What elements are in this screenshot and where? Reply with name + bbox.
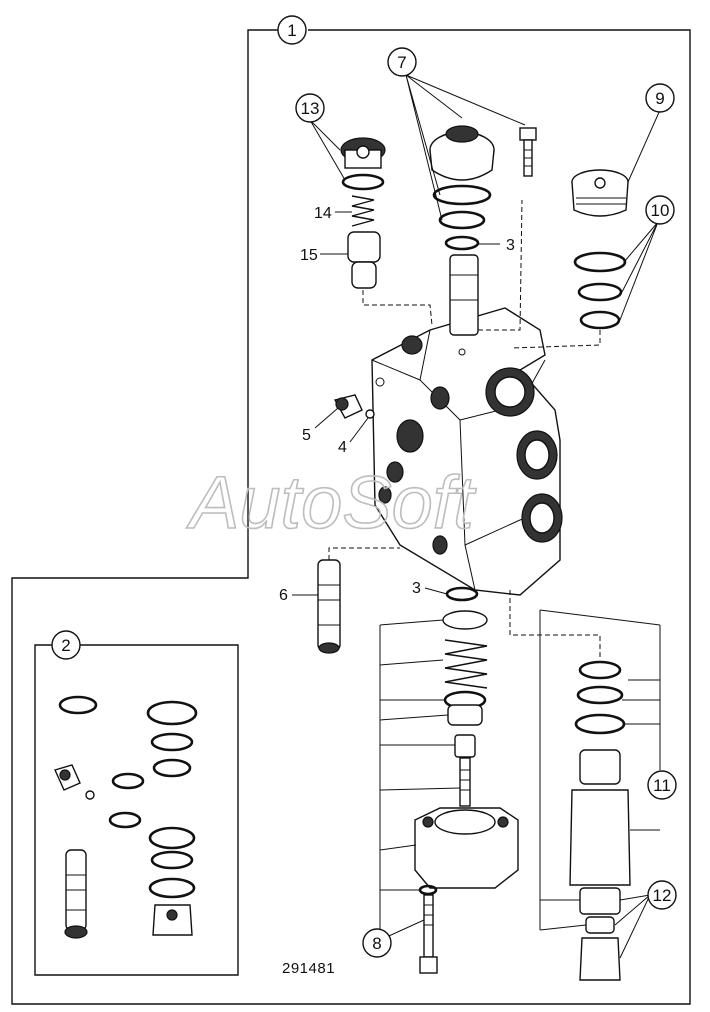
o-ring-10c xyxy=(579,310,621,330)
poppet-15 xyxy=(347,231,381,289)
o-ring-3-top xyxy=(444,235,480,251)
callout-11: 11 xyxy=(647,770,677,800)
plug-9 xyxy=(571,169,629,217)
label-4: 4 xyxy=(338,439,347,456)
callout-8: 8 xyxy=(362,928,392,958)
o-ring-3-bottom xyxy=(445,586,479,602)
label-6: 6 xyxy=(279,587,288,604)
label-3-top: 3 xyxy=(506,237,515,254)
spring-14 xyxy=(351,195,375,227)
o-ring-11a xyxy=(578,660,622,680)
o-ring-11b xyxy=(576,685,624,705)
svg-text:10: 10 xyxy=(651,201,670,220)
relief-cartridge xyxy=(569,749,631,981)
reference-number: 291481 xyxy=(282,960,335,977)
callout-1: 1 xyxy=(277,15,307,45)
seal-ring-7a xyxy=(432,184,492,206)
spool-6 xyxy=(317,559,341,654)
o-ring-11c xyxy=(574,713,626,735)
o-ring-10a xyxy=(573,251,627,273)
assembly-frame xyxy=(11,29,691,1005)
callout-12: 12 xyxy=(647,880,677,910)
callout-10: 10 xyxy=(645,195,675,225)
watermark-text: AutoSoft xyxy=(186,461,477,544)
callout-7: 7 xyxy=(387,47,417,77)
dust-boot xyxy=(429,125,495,181)
seal-ring-7b xyxy=(438,210,486,230)
svg-text:8: 8 xyxy=(372,934,381,953)
spring-8 xyxy=(442,610,488,689)
label-5: 5 xyxy=(302,427,311,444)
sleeve xyxy=(454,734,476,758)
leader-lines xyxy=(292,74,661,959)
valve-body xyxy=(371,307,563,596)
label-14: 14 xyxy=(314,205,332,222)
spring-seat xyxy=(447,704,483,726)
plug-5 xyxy=(333,394,375,419)
label-15: 15 xyxy=(300,247,318,264)
seal-kit-items xyxy=(54,695,198,939)
o-ring-10b xyxy=(577,282,623,302)
callout-9: 9 xyxy=(645,83,675,113)
o-ring-13 xyxy=(341,173,385,191)
end-cap-8 xyxy=(414,807,519,889)
bolt-8 xyxy=(418,884,438,974)
bolt-7 xyxy=(519,127,537,177)
svg-text:11: 11 xyxy=(653,776,671,795)
svg-text:9: 9 xyxy=(655,89,664,108)
svg-text:1: 1 xyxy=(287,21,296,40)
callout-13: 13 xyxy=(295,93,325,123)
label-3-bottom: 3 xyxy=(412,580,421,597)
svg-text:2: 2 xyxy=(61,636,70,655)
svg-text:12: 12 xyxy=(653,886,672,905)
relief-cap xyxy=(340,137,386,169)
svg-text:13: 13 xyxy=(301,99,320,118)
seal-kit-frame xyxy=(34,644,239,976)
callout-2: 2 xyxy=(51,630,81,660)
spool-top xyxy=(449,254,479,336)
svg-text:7: 7 xyxy=(397,53,406,72)
stud xyxy=(459,757,471,807)
